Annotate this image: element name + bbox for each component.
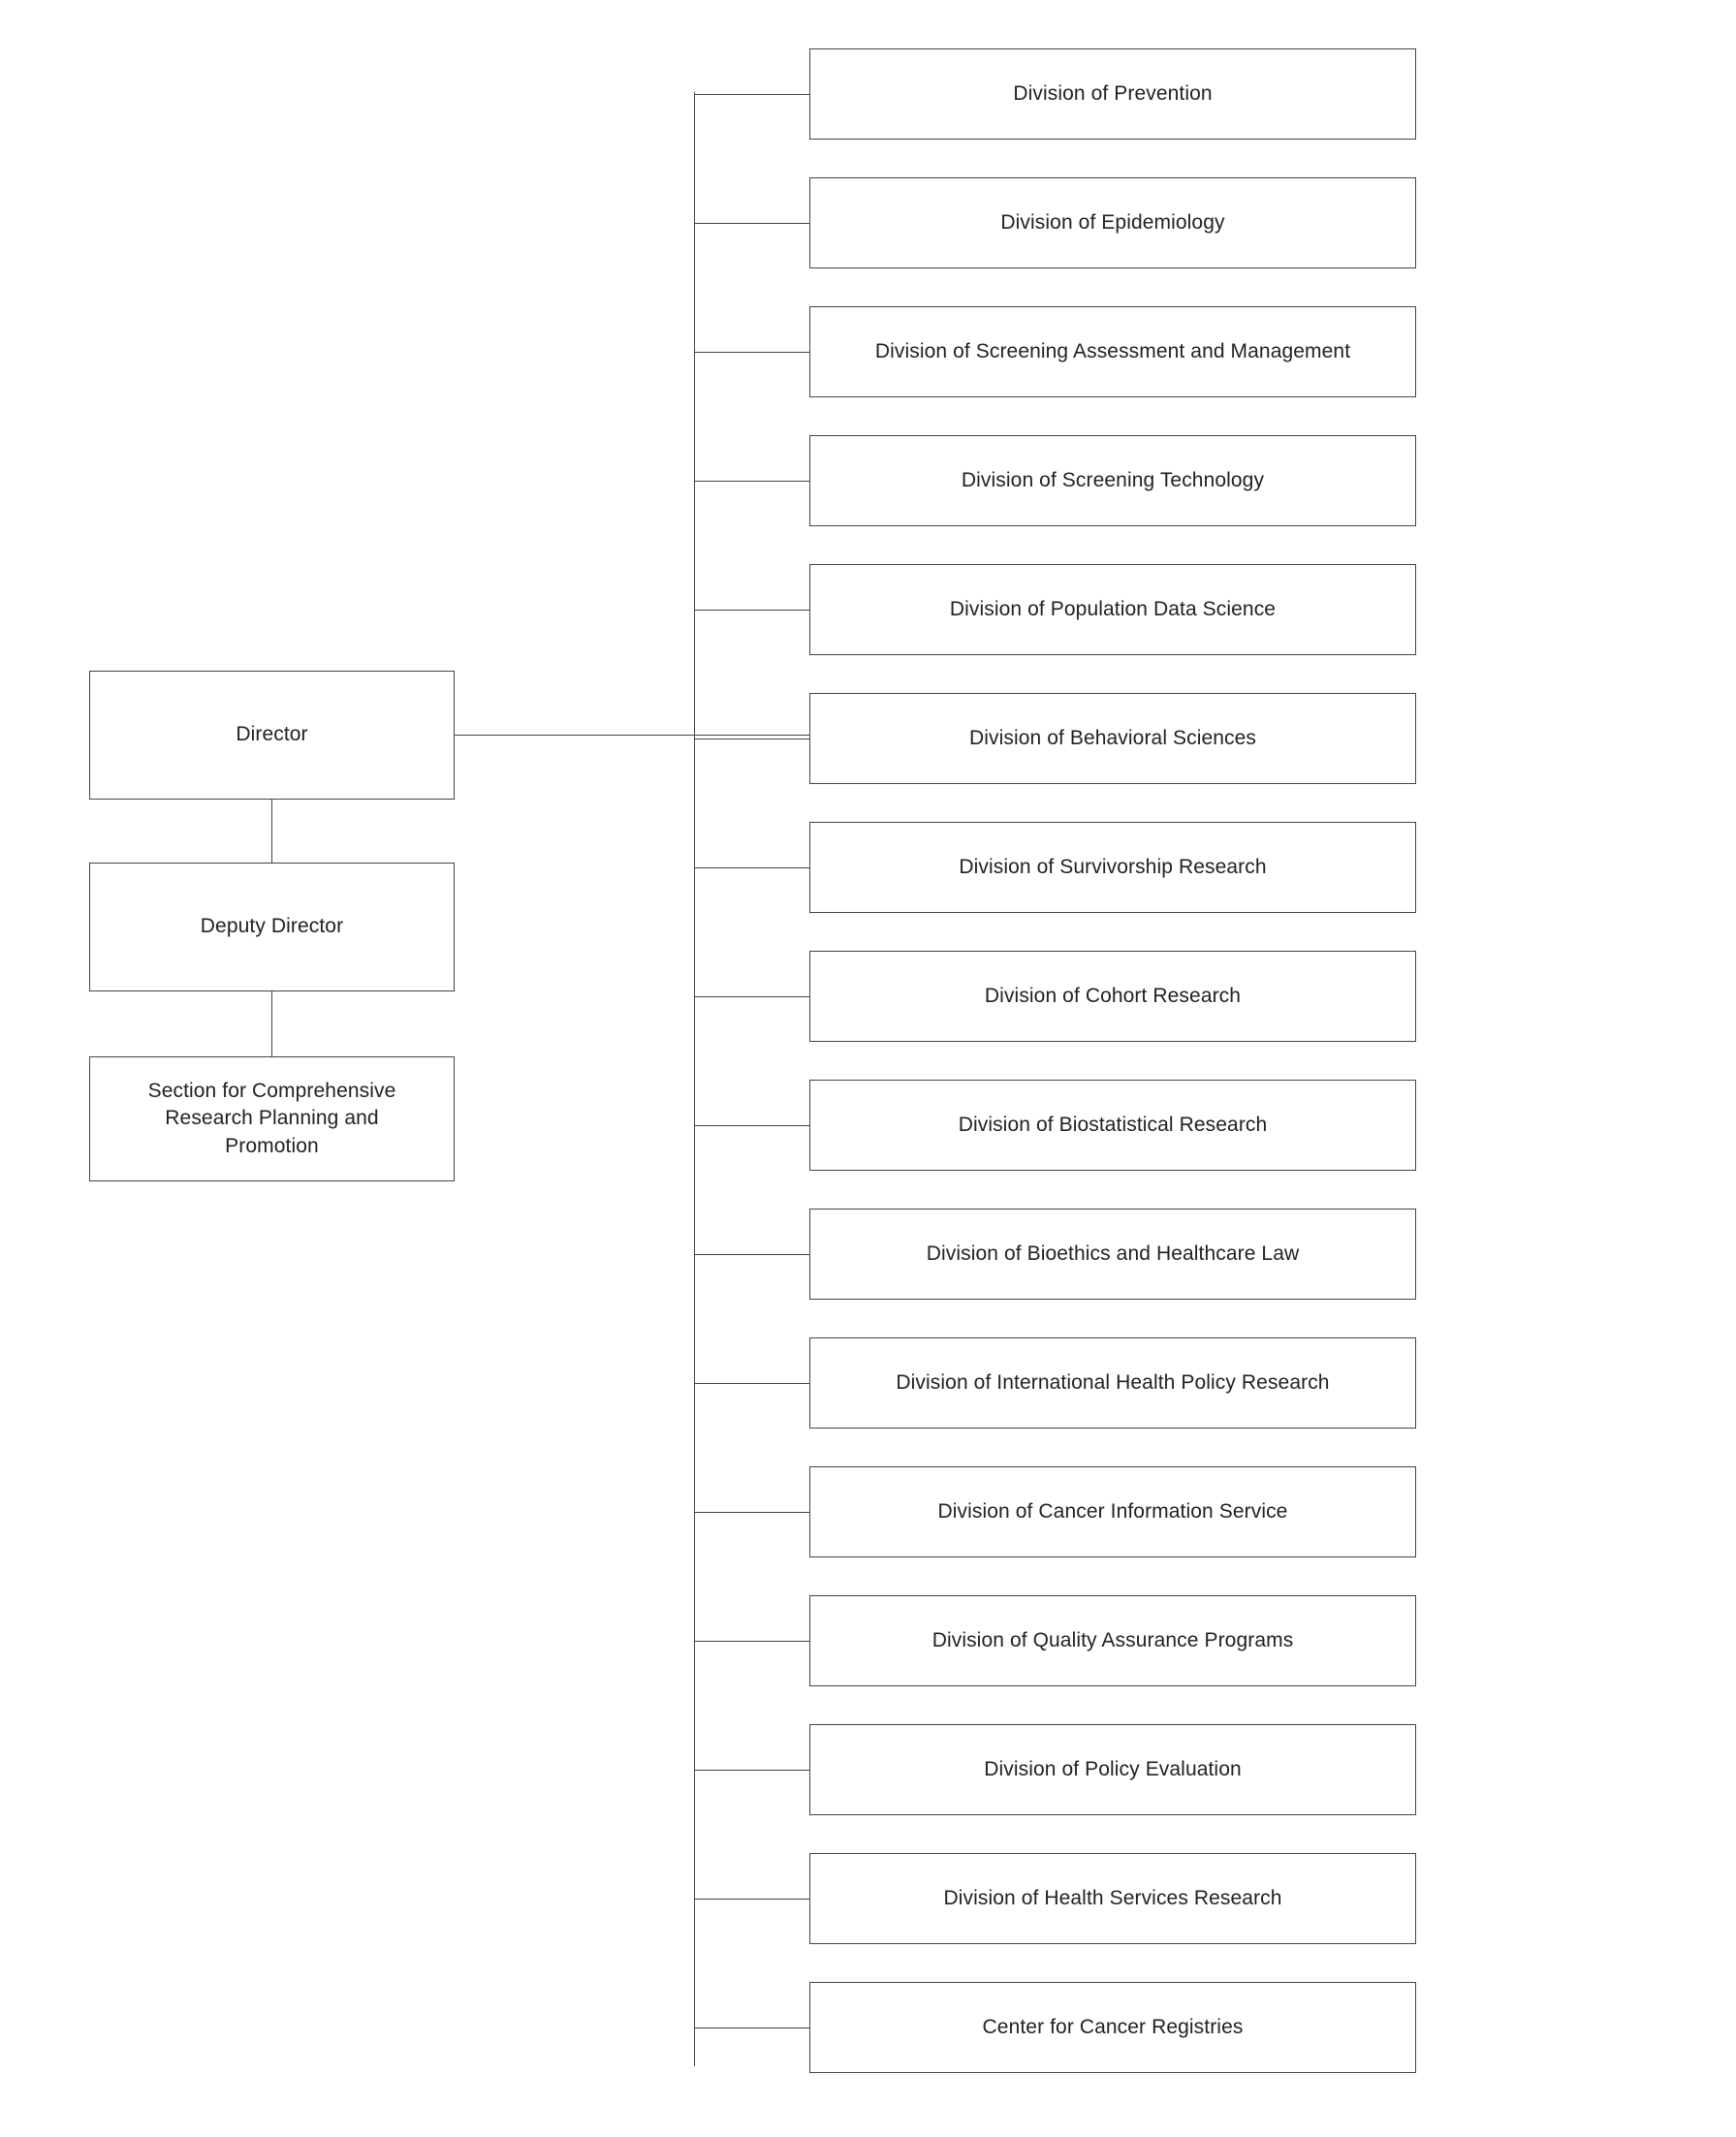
node-division-epidemiology-label: Division of Epidemiology (1000, 210, 1225, 234)
node-deputy-director-label: Deputy Director (200, 915, 344, 938)
node-division-cancer-information-service-label: Division of Cancer Information Service (937, 1499, 1288, 1523)
node-deputy-director[interactable]: Deputy Director (89, 863, 455, 991)
node-division-quality-assurance-programs-label: Division of Quality Assurance Programs (931, 1628, 1294, 1651)
node-division-screening-technology-label: Division of Screening Technology (961, 468, 1265, 491)
node-division-health-services-research[interactable]: Division of Health Services Research (809, 1853, 1416, 1944)
connector-stub-division-health-services-research (694, 1899, 809, 1900)
connector-director-to-deputy (271, 800, 272, 863)
node-division-cohort-research[interactable]: Division of Cohort Research (809, 951, 1416, 1042)
node-section-comprehensive-research[interactable]: Section for Comprehensive Research Plann… (89, 1056, 455, 1181)
node-division-survivorship-research-label: Division of Survivorship Research (959, 855, 1267, 878)
node-division-screening-assessment-management[interactable]: Division of Screening Assessment and Man… (809, 306, 1416, 397)
connector-stub-division-epidemiology (694, 223, 809, 224)
node-division-bioethics-healthcare-law-label: Division of Bioethics and Healthcare Law (926, 1241, 1300, 1265)
node-division-population-data-science[interactable]: Division of Population Data Science (809, 564, 1416, 655)
node-division-prevention-label: Division of Prevention (1013, 81, 1213, 105)
node-division-quality-assurance-programs[interactable]: Division of Quality Assurance Programs (809, 1595, 1416, 1686)
node-director-label: Director (236, 723, 308, 746)
node-division-screening-assessment-management-label: Division of Screening Assessment and Man… (874, 339, 1351, 362)
connector-main-trunk (694, 92, 695, 2066)
connector-stub-center-cancer-registries (694, 2027, 809, 2028)
connector-stub-division-biostatistical-research (694, 1125, 809, 1126)
connector-stub-division-cancer-information-service (694, 1512, 809, 1513)
node-director[interactable]: Director (89, 671, 455, 800)
node-division-health-services-research-label: Division of Health Services Research (943, 1886, 1282, 1909)
connector-stub-division-population-data-science (694, 610, 809, 611)
node-division-policy-evaluation-label: Division of Policy Evaluation (984, 1757, 1242, 1780)
node-division-prevention[interactable]: Division of Prevention (809, 48, 1416, 140)
node-division-biostatistical-research[interactable]: Division of Biostatistical Research (809, 1080, 1416, 1171)
node-division-international-health-policy-research[interactable]: Division of International Health Policy … (809, 1337, 1416, 1429)
connector-deputy-to-section (271, 991, 272, 1056)
node-division-behavioral-sciences[interactable]: Division of Behavioral Sciences (809, 693, 1416, 784)
connector-director-to-trunk (455, 735, 810, 736)
node-division-epidemiology[interactable]: Division of Epidemiology (809, 177, 1416, 268)
connector-stub-division-bioethics-healthcare-law (694, 1254, 809, 1255)
node-center-cancer-registries[interactable]: Center for Cancer Registries (809, 1982, 1416, 2073)
connector-stub-division-prevention (694, 94, 809, 95)
node-division-bioethics-healthcare-law[interactable]: Division of Bioethics and Healthcare Law (809, 1209, 1416, 1300)
connector-stub-division-screening-assessment-management (694, 352, 809, 353)
connector-stub-division-cohort-research (694, 996, 809, 997)
node-division-population-data-science-label: Division of Population Data Science (949, 597, 1277, 620)
node-division-international-health-policy-research-label: Division of International Health Policy … (896, 1370, 1330, 1394)
connector-stub-division-screening-technology (694, 481, 809, 482)
node-division-cohort-research-label: Division of Cohort Research (984, 984, 1242, 1007)
connector-stub-division-survivorship-research (694, 867, 809, 868)
node-division-cancer-information-service[interactable]: Division of Cancer Information Service (809, 1466, 1416, 1557)
node-division-policy-evaluation[interactable]: Division of Policy Evaluation (809, 1724, 1416, 1815)
node-section-comprehensive-research-label: Section for Comprehensive Research Plann… (147, 1079, 396, 1157)
node-center-cancer-registries-label: Center for Cancer Registries (982, 2015, 1244, 2038)
node-division-survivorship-research[interactable]: Division of Survivorship Research (809, 822, 1416, 913)
connector-stub-division-quality-assurance-programs (694, 1641, 809, 1642)
connector-stub-division-policy-evaluation (694, 1770, 809, 1771)
node-division-behavioral-sciences-label: Division of Behavioral Sciences (968, 726, 1257, 749)
connector-stub-division-international-health-policy-research (694, 1383, 809, 1384)
node-division-biostatistical-research-label: Division of Biostatistical Research (958, 1113, 1268, 1136)
node-division-screening-technology[interactable]: Division of Screening Technology (809, 435, 1416, 526)
